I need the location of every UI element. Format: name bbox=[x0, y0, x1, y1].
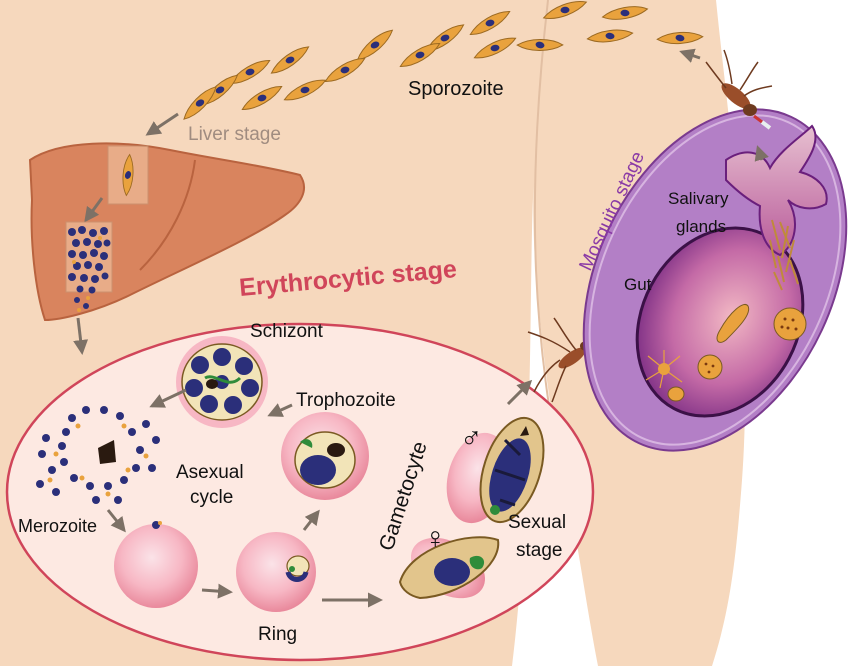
arrow-liver-to-blood bbox=[73, 317, 89, 355]
salivary-glands-label-line2: glands bbox=[676, 217, 726, 236]
asexual-cycle-label-line1: Asexual bbox=[176, 462, 244, 483]
liver-illustration bbox=[28, 142, 305, 322]
merozoite-label: Merozoite bbox=[18, 516, 97, 536]
ring-label: Ring bbox=[258, 624, 297, 645]
arrow-to-mosquito bbox=[506, 379, 533, 406]
liver-stage-title: Liver stage bbox=[188, 124, 281, 145]
male-gametocyte-cell bbox=[446, 416, 545, 524]
male-symbol: ♂ bbox=[460, 422, 483, 455]
gut-label: Gut bbox=[624, 275, 652, 294]
mosquito-top-icon bbox=[705, 49, 773, 130]
arrow-to-sporozoites bbox=[679, 48, 701, 63]
sporozoite-label: Sporozoite bbox=[408, 78, 504, 100]
salivary-glands-label-line1: Salivary bbox=[668, 189, 729, 208]
asexual-cycle-label-line2: cycle bbox=[190, 487, 233, 508]
female-symbol: ♀ bbox=[424, 522, 447, 555]
trophozoite-label: Trophozoite bbox=[296, 390, 396, 411]
schizont-label: Schizont bbox=[250, 321, 324, 342]
sexual-stage-label-line1: Sexual bbox=[508, 512, 566, 533]
mosquito-stage-panel bbox=[582, 108, 848, 452]
sexual-stage-label-line2: stage bbox=[516, 540, 562, 561]
schizont-cell bbox=[176, 336, 268, 428]
arrow-to-ring bbox=[201, 583, 233, 599]
arrow-troph-to-schizont bbox=[267, 403, 293, 417]
ring-cell bbox=[236, 532, 316, 612]
female-gametocyte-cell bbox=[398, 536, 500, 600]
trophozoite-cell bbox=[281, 412, 369, 500]
arrow-merozoite-to-rbc bbox=[106, 509, 126, 533]
merozoite-burst bbox=[36, 406, 160, 504]
arrow-schizont-to-merozoite bbox=[149, 388, 187, 408]
arrow-ring-to-troph bbox=[302, 509, 320, 531]
arrow-to-liver bbox=[145, 112, 179, 136]
invaded-rbc-cell bbox=[114, 521, 198, 608]
